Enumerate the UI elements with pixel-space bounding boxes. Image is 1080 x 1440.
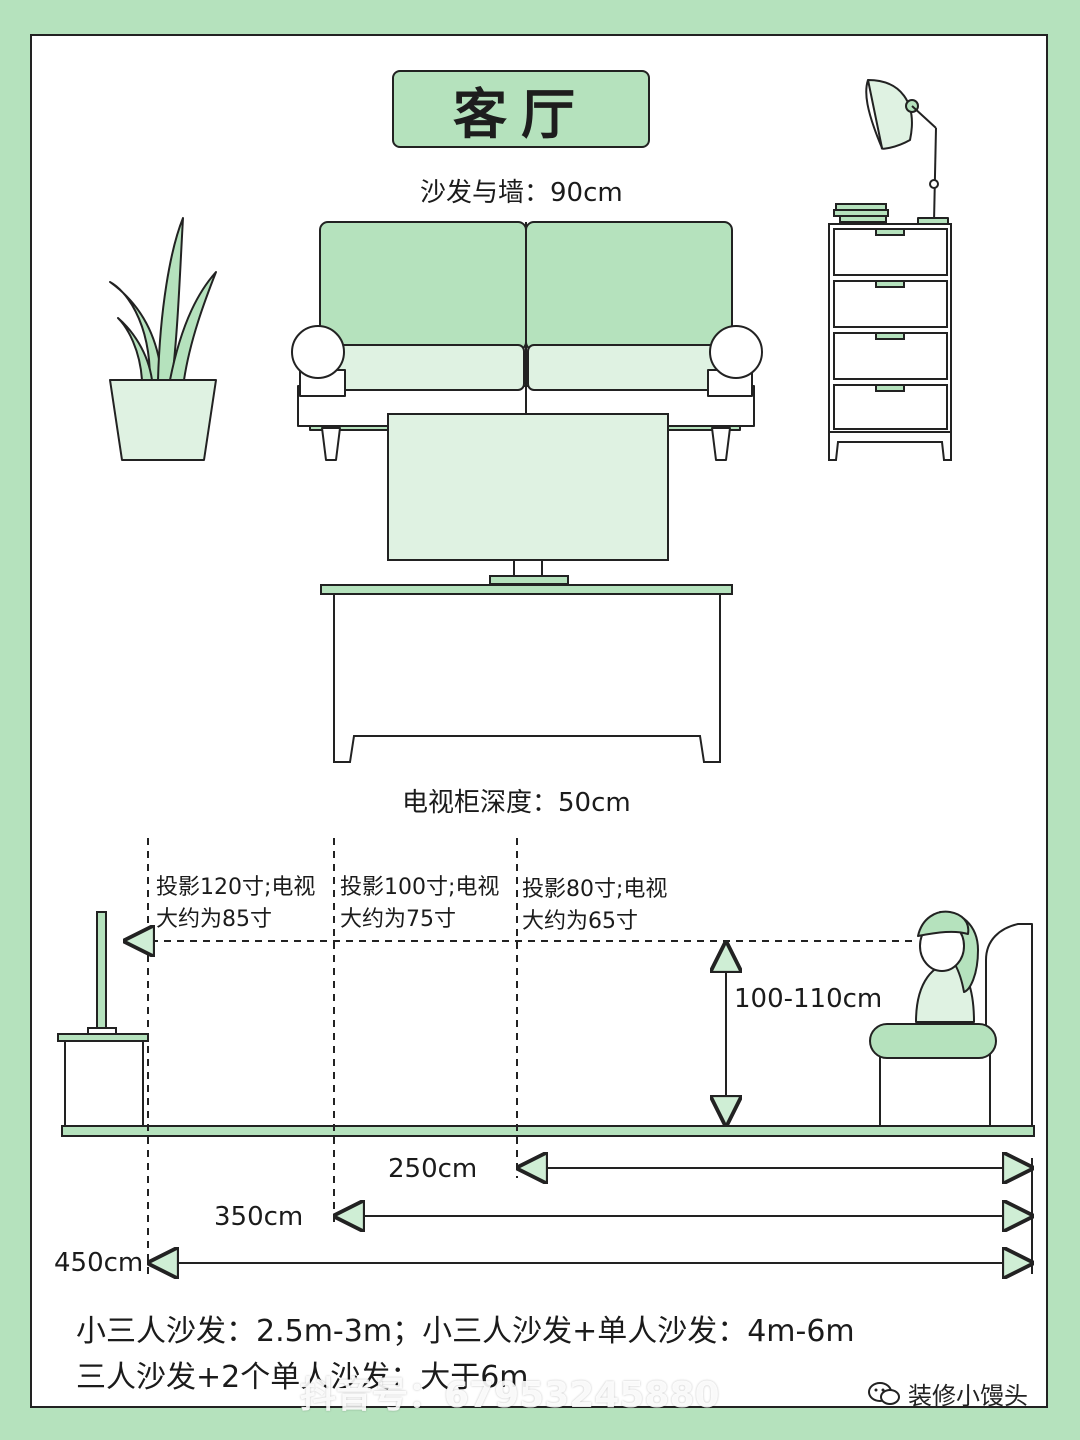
tv-cabinet-icon bbox=[320, 584, 733, 763]
zone-100-line2: 大约为75寸 bbox=[340, 907, 456, 932]
brand-signature: 装修小馒头 bbox=[868, 1376, 1028, 1411]
zone-100-line1: 投影100寸;电视 bbox=[340, 875, 500, 900]
floor-line bbox=[61, 1125, 1035, 1137]
distance-350-label: 350cm bbox=[214, 1202, 304, 1232]
footer-line-2: 三人沙发+2个单人沙发：大于6m bbox=[76, 1360, 529, 1395]
drawer-cabinet-icon bbox=[828, 203, 952, 461]
zone-80-line2: 大约为65寸 bbox=[522, 909, 638, 934]
zone-120-label: 投影120寸;电视 大约为85寸 bbox=[156, 872, 315, 936]
zone-80-line1: 投影80寸;电视 bbox=[522, 877, 668, 902]
tv-cabinet-depth-label: 电视柜深度：50cm bbox=[402, 788, 631, 818]
zone-80-label: 投影80寸;电视 大约为65寸 bbox=[522, 874, 667, 938]
person-icon bbox=[869, 910, 997, 1059]
brand-name: 装修小馒头 bbox=[908, 1382, 1028, 1410]
lamp-icon bbox=[865, 79, 949, 225]
tv-icon bbox=[387, 413, 669, 585]
wechat-icon bbox=[868, 1381, 900, 1405]
footer-line-1: 小三人沙发：2.5m-3m；小三人沙发+单人沙发：4m-6m bbox=[76, 1314, 855, 1349]
page-title: 客厅 bbox=[392, 70, 650, 148]
zone-120-line2: 大约为85寸 bbox=[156, 907, 272, 932]
sofa-wall-label: 沙发与墙：90cm bbox=[420, 178, 623, 208]
watermark-text: 抖音号：67953245880 bbox=[300, 1375, 720, 1416]
distance-450-label: 450cm bbox=[54, 1248, 144, 1278]
side-tv-icon bbox=[57, 911, 149, 1127]
zone-120-line1: 投影120寸;电视 bbox=[156, 875, 316, 900]
zone-100-label: 投影100寸;电视 大约为75寸 bbox=[340, 872, 499, 936]
zone-lines bbox=[147, 838, 518, 1280]
plant-icon bbox=[109, 217, 217, 461]
distance-250-label: 250cm bbox=[388, 1154, 478, 1184]
eye-height-label: 100-110cm bbox=[734, 984, 883, 1014]
